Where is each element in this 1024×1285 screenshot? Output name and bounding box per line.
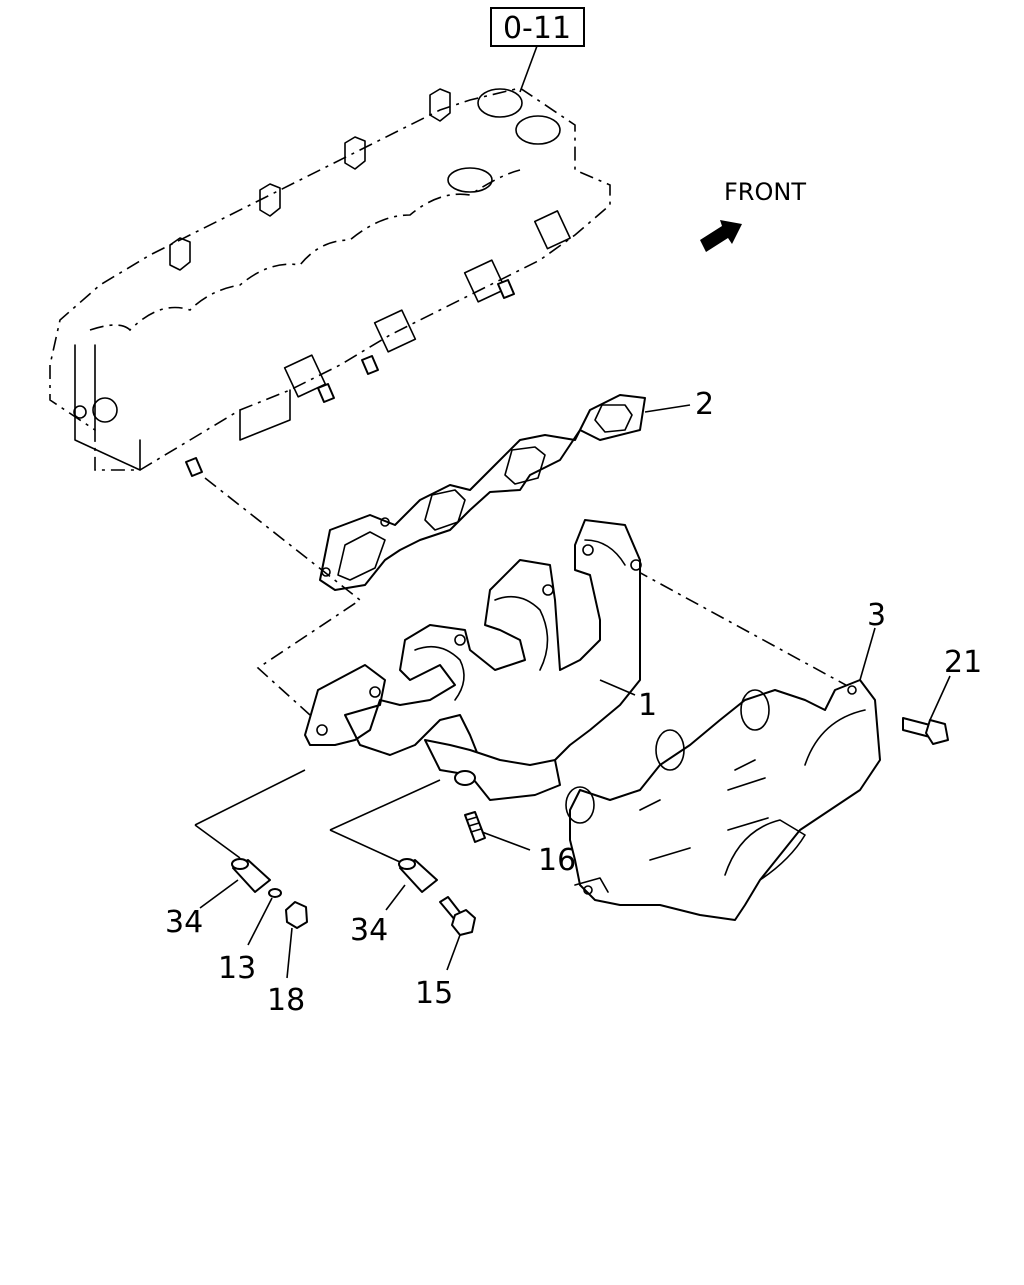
callout-18: 18 bbox=[267, 983, 305, 1018]
reference-box[interactable]: 0-11 bbox=[490, 7, 585, 47]
callout-15: 15 bbox=[415, 976, 453, 1011]
callout-2: 2 bbox=[695, 387, 714, 422]
cylinder-head bbox=[49, 87, 611, 477]
callout-16: 16 bbox=[538, 843, 576, 878]
callout-34-right: 34 bbox=[350, 913, 388, 948]
leader-13 bbox=[247, 897, 273, 946]
bolt-part-15[interactable] bbox=[439, 896, 476, 936]
callout-3: 3 bbox=[867, 598, 886, 633]
leader-18 bbox=[286, 927, 293, 979]
front-arrow-icon bbox=[700, 220, 742, 252]
reference-leader bbox=[519, 45, 538, 93]
leader-16 bbox=[481, 831, 531, 851]
leader-15 bbox=[446, 934, 461, 971]
callout-21: 21 bbox=[944, 645, 982, 680]
leader-2 bbox=[644, 404, 691, 413]
leader-3 bbox=[859, 627, 876, 681]
leader-34-right bbox=[385, 884, 406, 911]
leader-34-left bbox=[199, 879, 239, 909]
washer-part-13[interactable] bbox=[268, 888, 282, 898]
callout-13: 13 bbox=[218, 951, 256, 986]
guide-line-right bbox=[329, 779, 441, 863]
nut-part-18[interactable] bbox=[285, 901, 308, 929]
bolt-part-21[interactable] bbox=[902, 717, 949, 745]
leader-21 bbox=[929, 675, 951, 721]
alignment-line-stud bbox=[204, 477, 362, 716]
leader-1 bbox=[599, 679, 636, 696]
callout-34-left: 34 bbox=[165, 905, 203, 940]
alignment-line-shield bbox=[634, 569, 856, 691]
callout-1: 1 bbox=[638, 688, 657, 723]
stud-part-16[interactable] bbox=[464, 811, 486, 843]
head-stud bbox=[317, 383, 335, 403]
front-label: FRONT bbox=[724, 178, 806, 206]
reference-box-label: 0-11 bbox=[503, 11, 571, 46]
spacer-part-34-left[interactable] bbox=[231, 858, 271, 893]
guide-line-left bbox=[194, 769, 306, 859]
exhaust-manifold[interactable] bbox=[304, 519, 642, 801]
heat-shield[interactable] bbox=[565, 679, 881, 921]
exhaust-gasket[interactable] bbox=[319, 394, 646, 591]
spacer-part-34-right[interactable] bbox=[398, 858, 438, 893]
